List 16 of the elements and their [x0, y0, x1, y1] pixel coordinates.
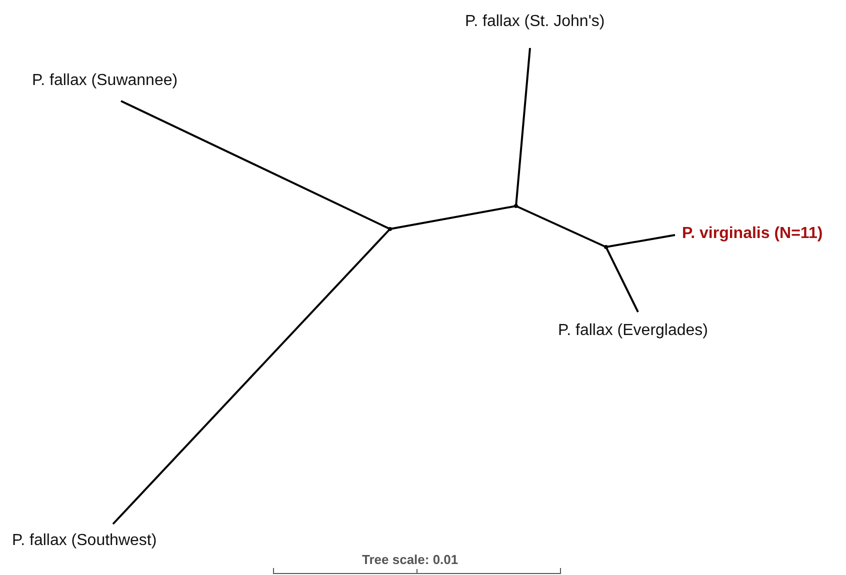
tree-branch	[605, 246, 639, 312]
taxon-label: P. virginalis (N=11)	[682, 224, 823, 244]
tree-branch	[515, 48, 531, 206]
tree-branch	[516, 205, 606, 248]
taxon-label: P. fallax (Everglades)	[558, 321, 708, 341]
scale-label: Tree scale: 0.01	[362, 552, 458, 567]
tree-branch	[390, 205, 516, 230]
branch-point	[604, 245, 608, 249]
branch-point	[388, 227, 392, 231]
tree-branch	[112, 228, 391, 525]
taxon-label: P. fallax (Southwest)	[12, 531, 157, 551]
taxon-label: P. fallax (St. John's)	[465, 12, 605, 32]
taxon-label: P. fallax (Suwannee)	[32, 71, 178, 91]
branch-point	[514, 204, 518, 208]
tree-branch	[606, 234, 676, 248]
tree-branch	[120, 100, 390, 230]
